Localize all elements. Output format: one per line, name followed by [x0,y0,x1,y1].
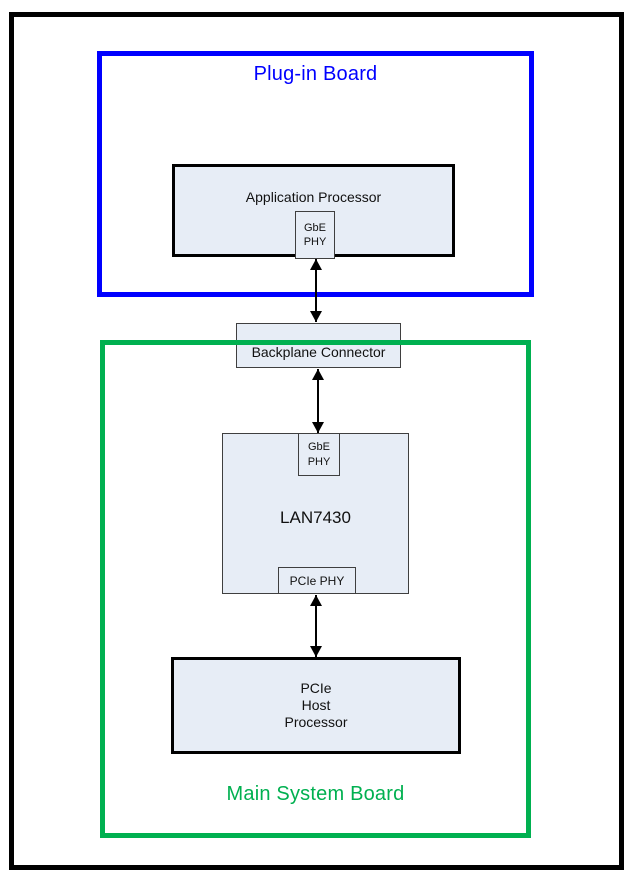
lan-pcie-phy-label: PCIe PHY [289,573,345,588]
ap-gbe-phy-block: GbE PHY [295,211,335,259]
ap-gbe-phy-label-line1: GbE [303,221,326,234]
lan-pcie-phy-block: PCIe PHY [278,567,356,594]
lan-gbe-phy-label-line1: GbE [307,441,330,454]
lan-gbe-phy-label-line2: PHY [307,455,331,468]
backplane-connector-block: Backplane Connector [236,323,401,368]
ap-gbe-phy-label-line2: PHY [303,236,327,248]
lan-gbe-phy-block: GbE PHY [298,433,340,476]
bidirectional-arrow-lan-to-host-icon [309,595,323,657]
outer-frame [9,12,624,870]
backplane-connector-label: Backplane Connector [251,343,386,360]
pcie-host-processor-block: PCIe Host Processor [171,657,461,754]
pcie-host-processor-label-line2: Host [301,697,331,714]
application-processor-label: Application Processor [245,189,382,205]
bidirectional-arrow-backplane-to-lan-icon [311,369,325,433]
lan7430-label: LAN7430 [280,507,351,527]
pcie-host-processor-label-line3: Processor [284,713,348,730]
bidirectional-arrow-ap-to-backplane-icon [309,259,323,322]
pcie-host-processor-label-line1: PCIe [300,680,332,697]
